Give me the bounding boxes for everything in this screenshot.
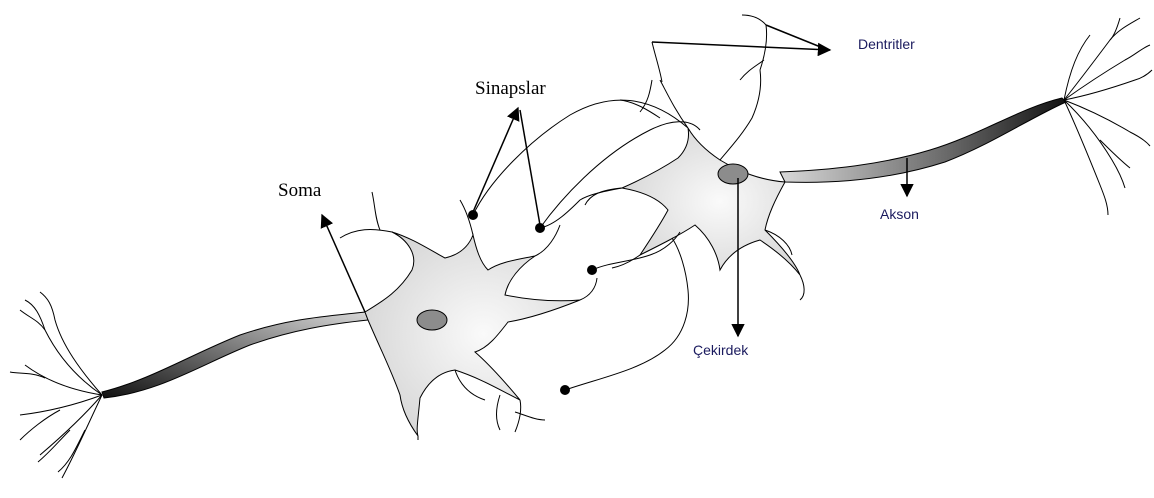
left-axon — [102, 312, 368, 398]
left-nucleus — [417, 310, 447, 330]
synapse-dot — [560, 385, 570, 395]
left-axon-terminals — [10, 292, 102, 478]
right-axon — [780, 98, 1066, 182]
synaptic-fibers — [473, 100, 700, 390]
label-dentritler: Dentritler — [858, 37, 915, 51]
right-axon-terminals — [1064, 18, 1152, 215]
left-neuron — [10, 192, 597, 478]
right-nucleus — [718, 164, 748, 184]
dentritler-arrow — [652, 42, 830, 50]
soma-arrow — [322, 215, 365, 312]
sinapslar-arrow-1 — [473, 108, 518, 212]
right-neuron — [585, 15, 1152, 300]
label-akson: Akson — [880, 207, 919, 221]
sinapslar-arrow-2 — [520, 110, 540, 225]
left-soma — [365, 232, 580, 436]
label-soma: Soma — [278, 181, 321, 200]
dentritler-arrow-2 — [766, 25, 828, 50]
right-soma — [622, 128, 800, 275]
label-sinapslar: Sinapslar — [475, 79, 546, 98]
label-cekirdek: Çekirdek — [693, 343, 748, 357]
synapse-dot — [587, 265, 597, 275]
